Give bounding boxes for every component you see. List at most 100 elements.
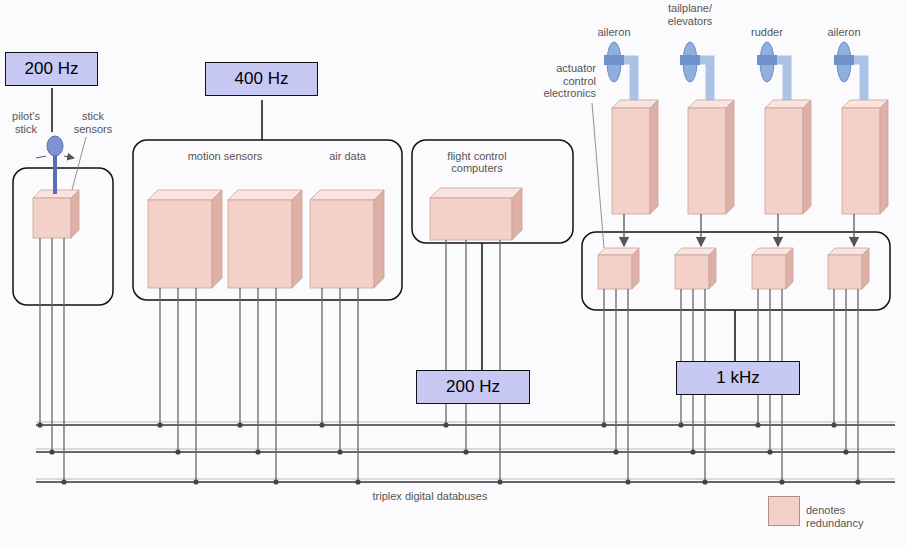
box-side	[803, 100, 811, 214]
bus-junction	[613, 449, 618, 454]
redundant-box	[310, 200, 374, 288]
bus-label: triplex digital databuses	[330, 490, 530, 503]
bus-drop	[757, 289, 758, 425]
bus-drop	[357, 288, 358, 482]
group-outline	[133, 140, 402, 300]
legend-text: denotes redundancy	[806, 504, 886, 529]
bus-junction	[157, 422, 162, 427]
bus-drop	[465, 240, 466, 452]
bus-junction	[678, 422, 683, 427]
bus-junction	[831, 422, 836, 427]
bus-drop	[159, 288, 160, 425]
actuator-body	[834, 55, 854, 65]
bus-junction	[497, 479, 502, 484]
bus-junction	[843, 449, 848, 454]
bus-junction	[237, 422, 242, 427]
control-surface-label: tailplane/ elevators	[655, 2, 725, 27]
frequency-callout: 400 Hz	[205, 62, 318, 96]
bus-junction	[690, 449, 695, 454]
part-label: actuator control electronics	[536, 62, 596, 100]
control-arrow	[700, 214, 701, 246]
bus-drop	[680, 289, 681, 425]
control-surface-label: aileron	[582, 26, 646, 39]
bus-junction	[273, 479, 278, 484]
redundant-box	[228, 200, 292, 288]
box-side	[650, 100, 658, 214]
bus-junction	[61, 479, 66, 484]
legend-swatch	[768, 496, 800, 526]
bus-drop	[615, 289, 616, 452]
bus-drop	[603, 289, 604, 425]
bus-drop	[239, 288, 240, 425]
bus-drop	[339, 288, 340, 452]
bus-drop	[195, 288, 196, 482]
box-side	[880, 100, 888, 214]
bus-junction	[443, 422, 448, 427]
redundant-box	[33, 198, 71, 238]
redundant-box	[765, 108, 803, 214]
actuator-body	[757, 55, 777, 65]
control-arrow	[777, 214, 778, 246]
bus-junction	[625, 479, 630, 484]
bus-drop	[499, 240, 500, 482]
frequency-callout: 200 Hz	[416, 370, 530, 404]
box-side	[632, 248, 639, 289]
leader-line	[72, 137, 86, 190]
box-top	[430, 188, 522, 198]
callout-leader	[51, 88, 53, 132]
box-side	[726, 100, 734, 214]
redundant-box	[598, 255, 632, 289]
box-side	[512, 188, 522, 240]
node-text: air data	[300, 150, 395, 162]
part-label: pilot's stick	[4, 110, 48, 135]
redundant-box	[612, 108, 650, 214]
part-label: motion sensors	[150, 150, 300, 163]
redundant-box	[752, 255, 786, 289]
bus-junction	[779, 479, 784, 484]
redundant-box	[828, 255, 862, 289]
stick-grip	[47, 136, 63, 156]
bus-junction	[355, 479, 360, 484]
bus-drop	[39, 238, 40, 425]
callout-leader	[734, 310, 736, 361]
box-top	[228, 190, 302, 200]
redundant-box	[688, 108, 726, 214]
leader-line	[592, 103, 604, 248]
bus-junction	[255, 449, 260, 454]
box-side	[374, 190, 384, 288]
actuator-body	[680, 55, 700, 65]
part-label: stick sensors	[70, 110, 116, 135]
bus-junction	[463, 449, 468, 454]
bus-junction	[193, 479, 198, 484]
box-side	[862, 248, 869, 289]
box-side	[212, 190, 222, 288]
box-side	[71, 190, 79, 238]
bus-drop	[51, 238, 52, 452]
bus-drop	[627, 289, 628, 482]
group-outline	[412, 140, 573, 243]
box-side	[786, 248, 793, 289]
control-arrow	[853, 214, 854, 246]
bus-drop	[257, 288, 258, 452]
node-text: 400 Hz	[214, 69, 309, 89]
databus-shade	[36, 479, 895, 480]
bus-junction	[855, 479, 860, 484]
bus-junction	[702, 479, 707, 484]
node-text: flight control computers	[424, 150, 530, 174]
redundant-box	[430, 198, 512, 240]
node-text: 200 Hz	[14, 59, 89, 79]
bus-junction	[767, 449, 772, 454]
bus-junction	[175, 449, 180, 454]
bus-junction	[49, 449, 54, 454]
databus-line	[36, 481, 895, 483]
bus-junction	[755, 422, 760, 427]
bus-junction	[601, 422, 606, 427]
node-text: 200 Hz	[425, 377, 521, 397]
group-outline	[13, 168, 113, 305]
bus-drop	[177, 288, 178, 452]
stick-shaft	[53, 150, 57, 194]
control-surface-label: aileron	[812, 26, 876, 39]
box-top	[310, 190, 384, 200]
bus-junction	[319, 422, 324, 427]
